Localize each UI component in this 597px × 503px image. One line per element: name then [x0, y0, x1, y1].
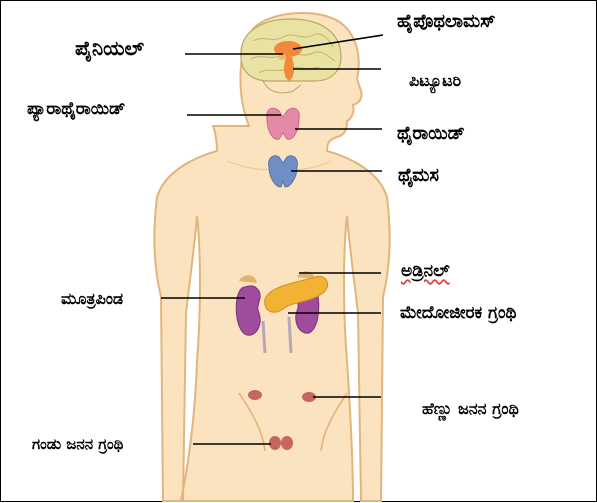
testis-gland-right — [281, 436, 293, 450]
ovary-gland-left — [248, 390, 262, 400]
label-adrenal: ಅಡ್ರಿನಲ್ — [401, 263, 450, 280]
label-pineal: ಪೈನಿಯಲ್ — [75, 38, 144, 58]
label-thymus: ಥೈಮಸ — [398, 167, 439, 185]
label-testis: ಗಂಡು ಜನನ ಗ್ರಂಥಿ — [32, 437, 123, 452]
label-hypothalamus: ಹೈಪೊಥಲಾಮಸ್ — [397, 13, 495, 31]
label-pituitary: ಪಿಟ್ಯೂಟರಿ — [409, 73, 461, 89]
testis-gland-left — [269, 436, 281, 450]
label-thyroid: ಥೈರಾಯಿಡ್ — [397, 125, 465, 143]
label-parathyroid: ಪ್ಯಾರಾಥೈರಾಯಿಡ್ — [27, 101, 125, 118]
label-ovary: ಹೆಣ್ಣು ಜನನ ಗ್ರಂಥಿ — [422, 401, 519, 417]
label-pancreas: ಮೇದೋಜೀರಕ ಗ್ರಂಥಿ — [400, 305, 516, 322]
pineal-gland — [278, 54, 286, 60]
body-silhouette — [154, 13, 389, 501]
label-kidney: ಮೂತ್ರಪಿಂಡ — [61, 291, 123, 307]
